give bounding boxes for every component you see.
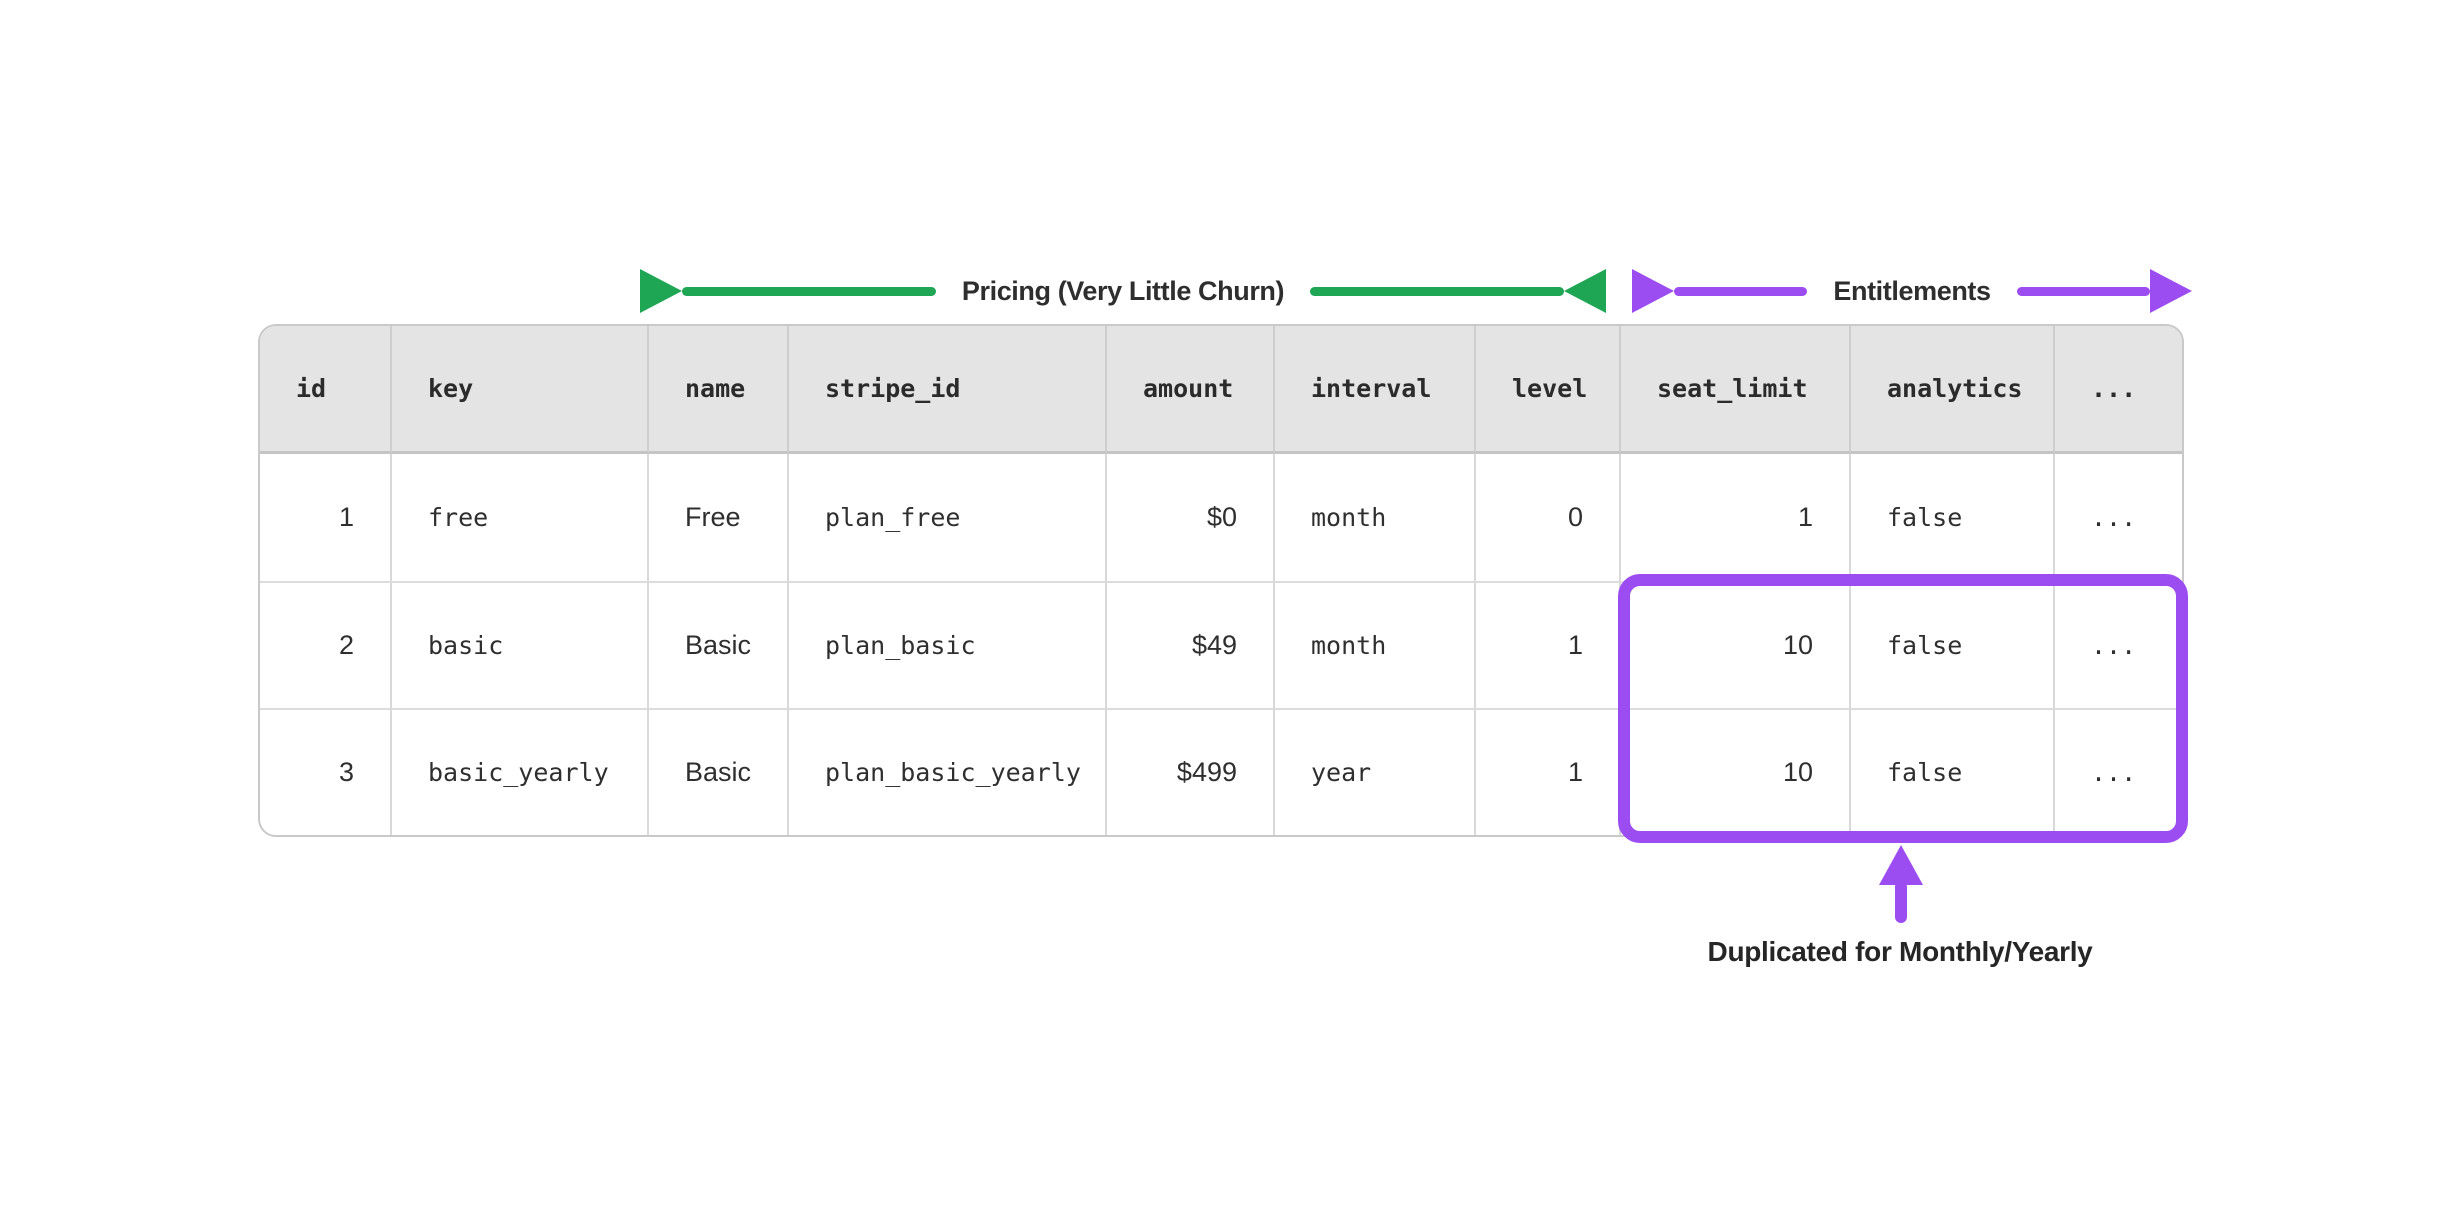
cell-row1-analytics: false [1851, 454, 2055, 581]
arrow-line [1674, 286, 1808, 296]
entitlements-label: Entitlements [1833, 275, 1991, 306]
cell-row3-level: 1 [1476, 708, 1621, 835]
header-cell-id: id [260, 326, 392, 454]
arrowhead-right-icon [640, 269, 682, 313]
cell-row3-amount: $499 [1107, 708, 1275, 835]
cell-row3-id: 3 [260, 708, 392, 835]
entitlements-span-arrow: Entitlements [1632, 269, 2193, 313]
cell-row3-more: ... [2055, 708, 2182, 835]
header-cell-amount: amount [1107, 326, 1275, 454]
arrow-line [682, 286, 936, 296]
cell-row1-level: 0 [1476, 454, 1621, 581]
cell-row2-stripe_id: plan_basic [789, 581, 1107, 708]
cell-row2-key: basic [392, 581, 649, 708]
cell-row3-analytics: false [1851, 708, 2055, 835]
cell-row1-name: Free [649, 454, 789, 581]
arrow-line [1310, 286, 1564, 296]
pricing-span-arrow: Pricing (Very Little Churn) [640, 269, 1606, 313]
up-arrow-icon [1879, 845, 1923, 923]
pricing-label: Pricing (Very Little Churn) [961, 275, 1285, 306]
entitlements-highlight-box [1618, 574, 2188, 843]
cell-row2-name: Basic [649, 581, 789, 708]
header-cell-stripe_id: stripe_id [789, 326, 1107, 454]
header-cell-key: key [392, 326, 649, 454]
header-cell-seat_limit: seat_limit [1621, 326, 1851, 454]
arrowhead-right-icon [2150, 269, 2193, 313]
cell-row2-interval: month [1275, 581, 1476, 708]
arrowhead-right-icon [1632, 269, 1674, 313]
cell-row1-key: free [392, 454, 649, 581]
cell-row3-seat_limit: 10 [1621, 708, 1851, 835]
duplicated-caption: Duplicated for Monthly/Yearly [1707, 936, 2093, 967]
cell-row3-stripe_id: plan_basic_yearly [789, 708, 1107, 835]
cell-row2-amount: $49 [1107, 581, 1275, 708]
cell-row1-interval: month [1275, 454, 1476, 581]
cell-row3-key: basic_yearly [392, 708, 649, 835]
header-cell-level: level [1476, 326, 1621, 454]
cell-row2-level: 1 [1476, 581, 1621, 708]
cell-row3-name: Basic [649, 708, 789, 835]
header-cell-interval: interval [1275, 326, 1476, 454]
cell-row1-seat_limit: 1 [1621, 454, 1851, 581]
header-cell-more: ... [2055, 326, 2182, 454]
arrowhead-left-icon [1564, 269, 1606, 313]
cell-row2-id: 2 [260, 581, 392, 708]
cell-row1-amount: $0 [1107, 454, 1275, 581]
header-cell-analytics: analytics [1851, 326, 2055, 454]
cell-row1-stripe_id: plan_free [789, 454, 1107, 581]
cell-row1-more: ... [2091, 503, 2137, 532]
cell-row3-interval: year [1275, 708, 1476, 835]
header-cell-name: name [649, 326, 789, 454]
arrow-line [2016, 286, 2151, 296]
cell-row1-id: 1 [260, 454, 392, 581]
